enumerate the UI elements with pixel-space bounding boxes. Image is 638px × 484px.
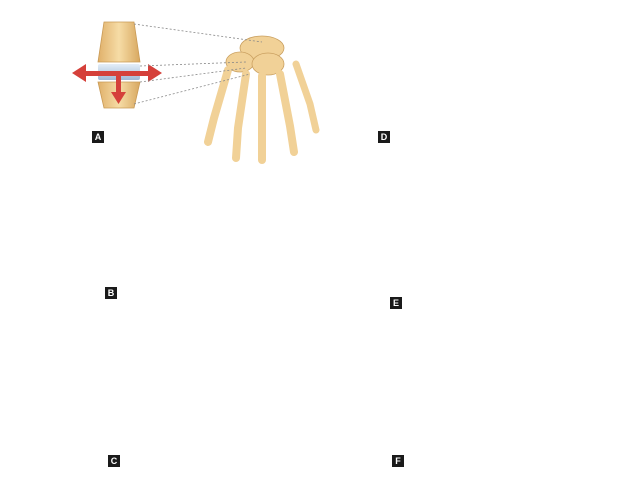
- panel-label-d: D: [378, 131, 390, 143]
- panel-label-e: E: [390, 297, 402, 309]
- panel-label-b: B: [105, 287, 117, 299]
- panel-label-a: A: [92, 131, 104, 143]
- guide-lines-a: [133, 23, 263, 105]
- hand-skeleton-a: [204, 35, 320, 164]
- gliding-motion-arrows-icon: [72, 64, 162, 104]
- panel-a-gliding-joint: [72, 21, 320, 164]
- panel-label-f: F: [392, 455, 404, 467]
- panel-label-c: C: [108, 455, 120, 467]
